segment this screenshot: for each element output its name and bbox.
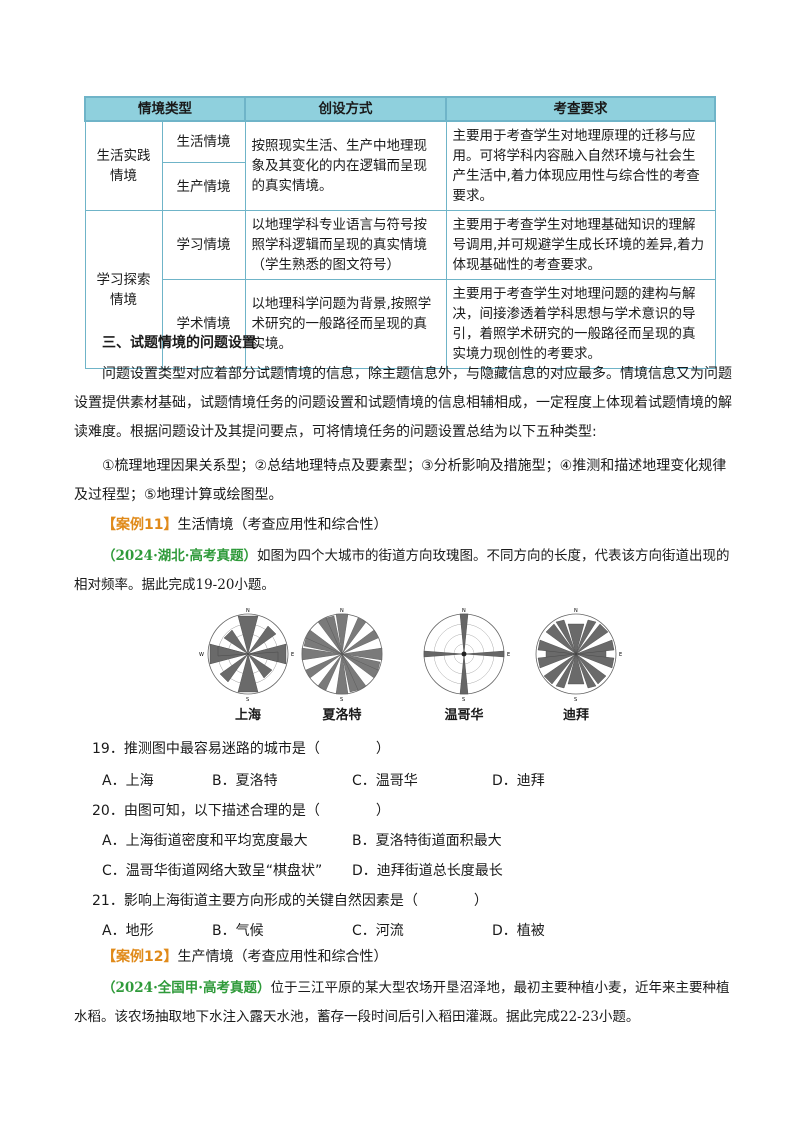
rose-diagram-icon: N S E — [535, 608, 622, 703]
table-cell-type: 生活情境 — [161, 120, 246, 164]
case-text: 生活情境（考查应用性和综合性） — [177, 517, 388, 533]
compass-e: E — [507, 652, 510, 658]
compass-n: N — [246, 608, 250, 614]
question-source: （2024·湖北·高考真题）如图为四个大城市的街道方向玫瑰图。不同方向的长度，代… — [74, 542, 734, 600]
table-cell-type: 学习情境 — [161, 210, 246, 280]
case-heading: 【案例11】生活情境（考查应用性和综合性） — [102, 514, 387, 534]
table-header-cell: 情境类型 — [84, 96, 246, 122]
rose-diagram-charlotte: N S 夏洛特 — [290, 604, 394, 728]
table-cell-group: 生活实践情境 — [84, 120, 163, 211]
rose-label: 温哥华 — [444, 708, 484, 723]
question-source: （2024·全国甲·高考真题）位于三江平原的某大型农场开垦沼泽地，最初主要种植小… — [74, 974, 734, 1032]
question-option: C．河流 — [352, 923, 404, 939]
table-header-row: 情境类型 创设方式 考查要求 — [84, 96, 716, 122]
table-cell-method: 以地理科学问题为背景,按照学术研究的一般路径而呈现的真实境。 — [244, 279, 447, 369]
table-cell-method: 按照现实生活、生产中地理现象及其变化的内在逻辑而呈现的真实情境。 — [244, 120, 447, 211]
compass-s: S — [462, 697, 465, 703]
table-header-cell: 考查要求 — [445, 96, 716, 122]
compass-s: S — [246, 697, 249, 703]
case-tag: 【案例11】 — [102, 517, 178, 533]
compass-e: E — [291, 652, 294, 658]
paragraph: ①梳理地理因果关系型；②总结地理特点及要素型；③分析影响及措施型；④推测和描述地… — [74, 458, 727, 503]
question-stem: 21．影响上海街道主要方向形成的关键自然因素是（ ） — [92, 893, 488, 909]
question-option: D．植被 — [492, 923, 545, 939]
table-row: 学习探索情境 学习情境 以地理学科专业语言与符号按照学科逻辑而呈现的真实情境（学… — [84, 210, 716, 369]
source-tag: （2024·湖北·高考真题） — [102, 548, 257, 564]
rose-diagram-shanghai: N S E W 上海 — [196, 604, 300, 728]
question-option: C．温哥华街道网络大致呈“棋盘状” — [102, 863, 323, 879]
table-header-cell: 创设方式 — [244, 96, 447, 122]
compass-s: S — [340, 697, 343, 703]
table-cell-type: 生产情境 — [161, 162, 246, 211]
compass-w: W — [199, 652, 204, 658]
rose-diagram-icon: N S E — [423, 608, 510, 703]
compass-n: N — [462, 608, 466, 614]
question-stem: 19．推测图中最容易迷路的城市是（ ） — [92, 741, 390, 757]
question-option: A．地形 — [102, 923, 154, 939]
source-text: 位于三江平原的某大型农场开垦沼泽地，最初主要种植小麦，近年来主要种植水稻。该农场… — [74, 980, 730, 1025]
case-tag: 【案例12】 — [102, 949, 178, 965]
table-row: 生活实践情境 生活情境 按照现实生活、生产中地理现象及其变化的内在逻辑而呈现的真… — [84, 120, 716, 211]
source-tag: （2024·全国甲·高考真题） — [102, 980, 271, 996]
question-option: B．夏洛特街道面积最大 — [352, 833, 502, 849]
question-option: D．迪拜 — [492, 773, 545, 789]
rose-diagram-icon: N S — [301, 608, 383, 703]
table-row: 学术情境 以地理科学问题为背景,按照学术研究的一般路径而呈现的真实境。 主要用于… — [85, 279, 716, 369]
rose-label: 迪拜 — [562, 708, 589, 723]
section-title: 三、试题情境的问题设置 — [102, 335, 256, 351]
compass-s: S — [574, 697, 577, 703]
table-cell-requirement: 主要用于考查学生对地理原理的迁移与应用。可将学科内容融入自然环境与社会生产生活中… — [445, 120, 716, 211]
paragraph: 问题设置类型对应着部分试题情境的信息，除主题信息外，与隐藏信息的对应最多。情境信… — [74, 366, 732, 440]
question-option: A．上海 — [102, 773, 154, 789]
table-cell-requirement: 主要用于考查学生对地理基础知识的理解号调用,并可规避学生成长环境的差异,着力体现… — [445, 210, 716, 280]
source-text: 如图为四个大城市的街道方向玫瑰图。不同方向的长度，代表该方向街道出现的相对频率。… — [74, 548, 730, 593]
rose-diagram-dubai: N S E 迪拜 — [524, 604, 628, 728]
case-text: 生产情境（考查应用性和综合性） — [177, 949, 388, 965]
table-cell-type: 学术情境 — [161, 279, 246, 369]
rose-label: 夏洛特 — [322, 708, 362, 723]
question-option: B．夏洛特 — [212, 773, 278, 789]
table-cell-method: 以地理学科专业语言与符号按照学科逻辑而呈现的真实情境（学生熟悉的图文符号） — [244, 210, 447, 280]
rose-diagram-vancouver: N S E 温哥华 — [412, 604, 516, 728]
table-row: 生产情境 — [85, 162, 715, 211]
compass-n: N — [574, 608, 578, 614]
question-option: A．上海街道密度和平均宽度最大 — [102, 833, 308, 849]
question-option: C．温哥华 — [352, 773, 418, 789]
question-option: B．气候 — [212, 923, 264, 939]
question-stem: 20．由图可知，以下描述合理的是（ ） — [92, 803, 390, 819]
rose-label: 上海 — [234, 708, 261, 723]
question-option: D．迪拜街道总长度最长 — [352, 863, 503, 879]
case-heading: 【案例12】生产情境（考查应用性和综合性） — [102, 946, 387, 966]
compass-e: E — [619, 652, 622, 658]
table-cell-group: 学习探索情境 — [84, 210, 163, 369]
context-types-table: 情境类型 创设方式 考查要求 生活实践情境 生活情境 按照现实生活、生产中地理现… — [84, 96, 716, 369]
rose-diagram-icon: N S E W — [199, 608, 294, 703]
compass-n: N — [340, 608, 344, 614]
table-cell-requirement: 主要用于考查学生对地理问题的建构与解决，间接渗透着学科思想与学术意识的导引，着照… — [445, 279, 716, 369]
